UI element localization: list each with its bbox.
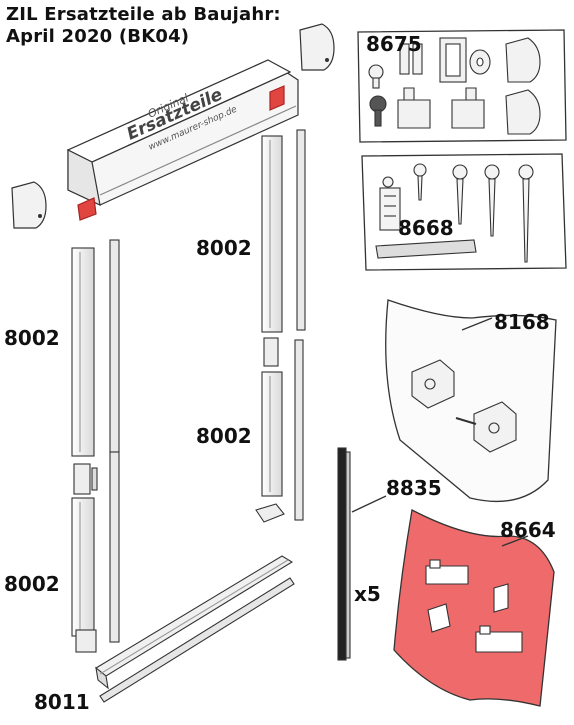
title-line-1: ZIL Ersatzteile ab Baujahr: [6,4,281,25]
slider-part-1 [399,43,410,75]
guide-rail-left-top [71,247,95,457]
cassette-housing [66,59,299,221]
label-clear-bag: 8168 [494,310,550,334]
screw-long-2 [484,164,500,180]
guide-rail-left-bottom [71,497,95,637]
guide-piece-1 [425,565,469,585]
rail-connector-left [73,463,91,495]
bracket-1 [397,99,431,129]
bracket-2 [451,99,485,129]
clear-bag [385,299,557,503]
label-rail-right-top: 8002 [196,236,252,260]
seal-strip-left-bottom [109,451,120,643]
label-seal-strip: 8835 [386,476,442,500]
label-screw-box: 8668 [398,216,454,240]
screw-box [361,153,567,271]
end-cap-small-1 [505,37,541,83]
end-cap-left [11,181,47,229]
seal-strip-spare [337,447,387,661]
seal-strip-right-top [296,129,306,331]
wall-plug [379,187,401,231]
bottom-clip-left [75,629,97,653]
seal-strip-left-top [109,239,120,453]
label-rail-left-bottom: 8002 [4,572,60,596]
label-red-bag: 8664 [500,518,556,542]
red-bag [393,509,555,707]
bottom-rail [95,555,295,703]
bottom-clip-right [255,503,285,523]
label-seal-quantity: x5 [354,582,381,606]
guide-rail-right-bottom [261,371,283,497]
slider-part-2 [412,43,423,75]
end-cap-small-2 [505,89,541,135]
label-rail-right-bottom: 8002 [196,424,252,448]
screw-long-1 [452,164,468,180]
guide-rail-right-top [261,135,283,333]
guide-piece-4 [475,631,523,653]
screw-1 [368,64,384,80]
guide-piece-2 [493,583,509,613]
guide-piece-3 [427,603,451,633]
end-cap-right [299,23,335,71]
fitting-box [357,29,567,143]
label-rail-left-top: 8002 [4,326,60,350]
seal-strip-right-bottom [294,339,304,521]
screw-long-3 [518,164,534,180]
rail-connector-right [263,337,279,367]
label-bottom-rail: 8011 [34,690,90,714]
screw-small-1 [382,176,394,188]
label-fitting-box: 8675 [366,32,422,56]
screw-small-2 [413,163,427,177]
mounting-strip [375,239,477,259]
title-line-2: April 2020 (BK04) [6,26,190,47]
